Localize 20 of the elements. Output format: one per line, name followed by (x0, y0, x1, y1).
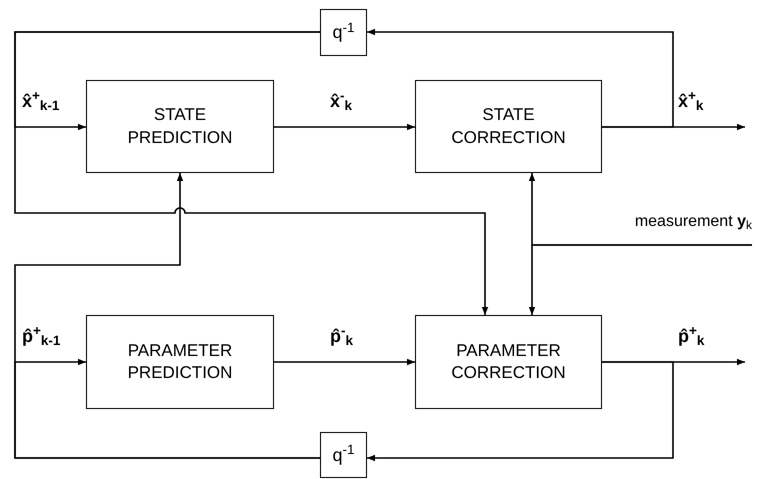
process-box (415, 315, 602, 409)
arrow (14, 31, 488, 315)
arrow (14, 173, 320, 459)
process-label: PARAMETER CORRECTION (450, 340, 567, 384)
process-box (86, 315, 274, 409)
delay-label: q$^{-1}$ (332, 444, 355, 466)
process-label: PARAMETER PREDICTION (126, 340, 234, 384)
delay-box (320, 432, 367, 478)
delay-box (320, 9, 367, 56)
process-box (86, 80, 274, 173)
process-label: STATE PREDICTION (126, 104, 234, 148)
arrow (274, 358, 415, 366)
arrow (367, 361, 674, 462)
arrow (274, 124, 415, 130)
arrow (528, 244, 752, 315)
input-label: measurement y$_{k}$ (634, 212, 752, 232)
process-label: STATE CORRECTION (450, 104, 567, 148)
arrow (367, 28, 674, 128)
process-box (415, 80, 602, 173)
delay-label: q$^{-1}$ (332, 21, 355, 44)
